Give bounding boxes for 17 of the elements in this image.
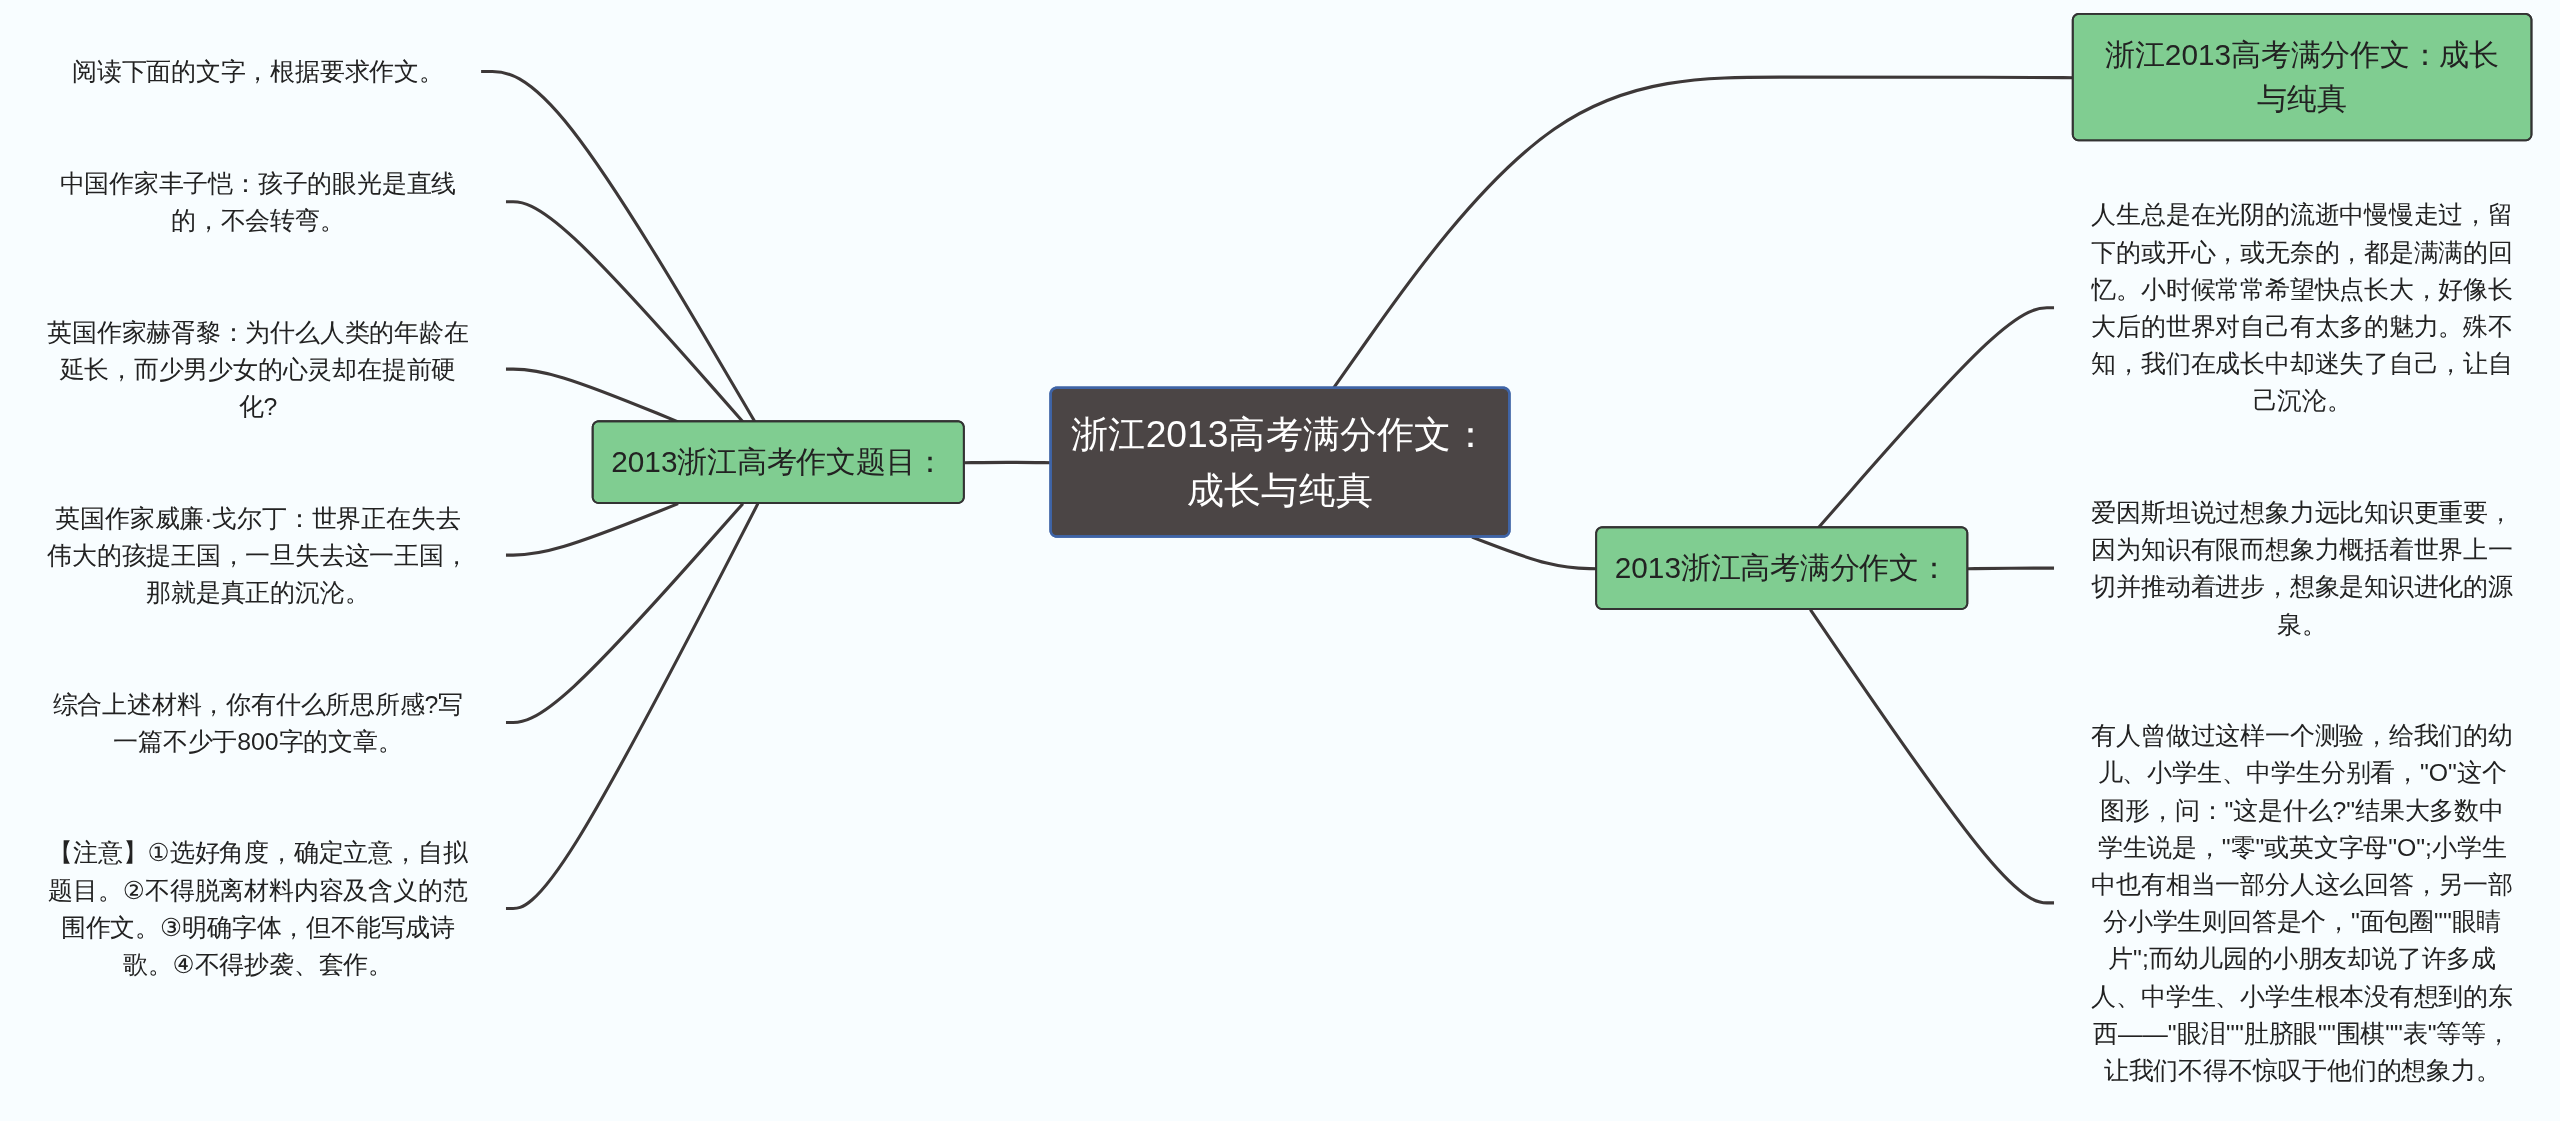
node-text: 爱因斯坦说过想象力远比知识更重要，因为知识有限而想象力概括着世界上一切并推动着进步，想象是知识进化的源泉。 (2091, 498, 2513, 638)
node-text: 阅读下面的文字，根据要求作文。 (71, 57, 444, 86)
connector (505, 502, 679, 557)
connector (1817, 306, 2055, 529)
connector (1967, 566, 2055, 571)
node-text: 综合上述材料，你有什么所思所感?写一篇不少于800字的文章。 (52, 690, 464, 755)
node-text: 中国作家丰子恺：孩子的眼光是直线的，不会转弯。 (59, 169, 457, 234)
node-text: 【注意】①选好角度，确定立意，自拟题目。②不得脱离材料内容及含义的范围作文。③明确字体，但不能写成诗歌。④不得抄袭、套作。 (48, 838, 468, 978)
connector (505, 502, 760, 910)
node-text: 人生总是在光阴的流逝中慢慢走过，留下的或开心，或无奈的，都是满满的回忆。小时候常常希望快点长大，好像长大后的世界对自己有太多的魅力。殊不知，我们在成长中却迷失了自己，让自己沉沦。 (2091, 200, 2513, 415)
node-text: 英国作家赫胥黎：为什么人类的年龄在延长，而少男少女的心灵却在提前硬化? (47, 318, 469, 420)
connector (1809, 608, 2055, 905)
connector (505, 502, 745, 724)
node-text: 英国作家威廉·戈尔丁：世界正在失去伟大的孩提王国，一旦失去这一王国，那就是真正的沉沦。 (47, 504, 469, 606)
connector (481, 69, 757, 423)
node-text: 有人曾做过这样一个测验，给我们的幼儿、小学生、中学生分别看，"O"这个图形，问："这是什么?"结果大多数中学生说是，"零"或英文字母"O";小学生中也有相当一部分人这么回答，另一部分小学生则回答是个，"面包圈""眼睛片";而幼儿园的小朋友却说了许多成人、中学生、小学生根本没有想到的东西——"眼泪""肚脐眼""围棋""表"等等，让我们不得不惊叹于他们的想象力。 (2091, 721, 2513, 1084)
connector (505, 200, 745, 423)
